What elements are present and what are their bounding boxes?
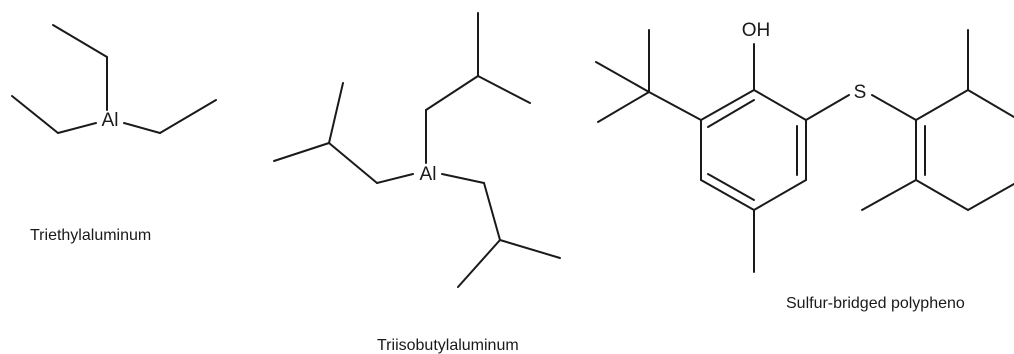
bond (871, 94, 917, 121)
bond (805, 94, 850, 121)
bond (861, 179, 917, 211)
bond (595, 61, 650, 93)
triisobutylaluminum-caption: Triisobutylaluminum (377, 337, 519, 354)
aluminum-atom-label: Al (420, 164, 437, 185)
hydroxyl-atom-label: OH (742, 20, 771, 41)
bond (597, 91, 650, 123)
bond (915, 89, 969, 121)
bond (52, 24, 108, 58)
bond (457, 239, 501, 288)
bond (700, 89, 755, 121)
bond (753, 179, 807, 211)
sulfur-bridged-polyphenol-caption: Sulfur-bridged polypheno (786, 295, 965, 312)
bond (499, 239, 561, 259)
bond (707, 99, 755, 128)
triethylaluminum-caption: Triethylaluminum (30, 227, 151, 244)
bond (328, 82, 344, 144)
sulfur-bridged-polyphenol-structure: OH S Sulfur-bridged polypheno (595, 20, 1014, 312)
sulfur-atom-label: S (854, 82, 867, 103)
bond (425, 75, 479, 111)
bond (915, 179, 969, 211)
triethylaluminum-structure: Al Triethylaluminum (11, 24, 217, 244)
bond (753, 89, 807, 121)
bond (376, 173, 414, 184)
bond (328, 142, 378, 184)
bond (483, 182, 501, 241)
triisobutylaluminum-structure: Al Triisobutylaluminum (273, 12, 561, 354)
bond (700, 179, 755, 211)
bond (477, 75, 531, 104)
bond (11, 95, 59, 134)
bond (967, 89, 1014, 118)
bond (707, 173, 755, 201)
bond (159, 99, 217, 134)
bond (123, 122, 161, 134)
bond (441, 173, 485, 184)
bond (57, 122, 97, 134)
bond (967, 183, 1014, 211)
bond (648, 91, 702, 121)
aluminum-atom-label: Al (102, 110, 119, 131)
bond (273, 142, 330, 162)
